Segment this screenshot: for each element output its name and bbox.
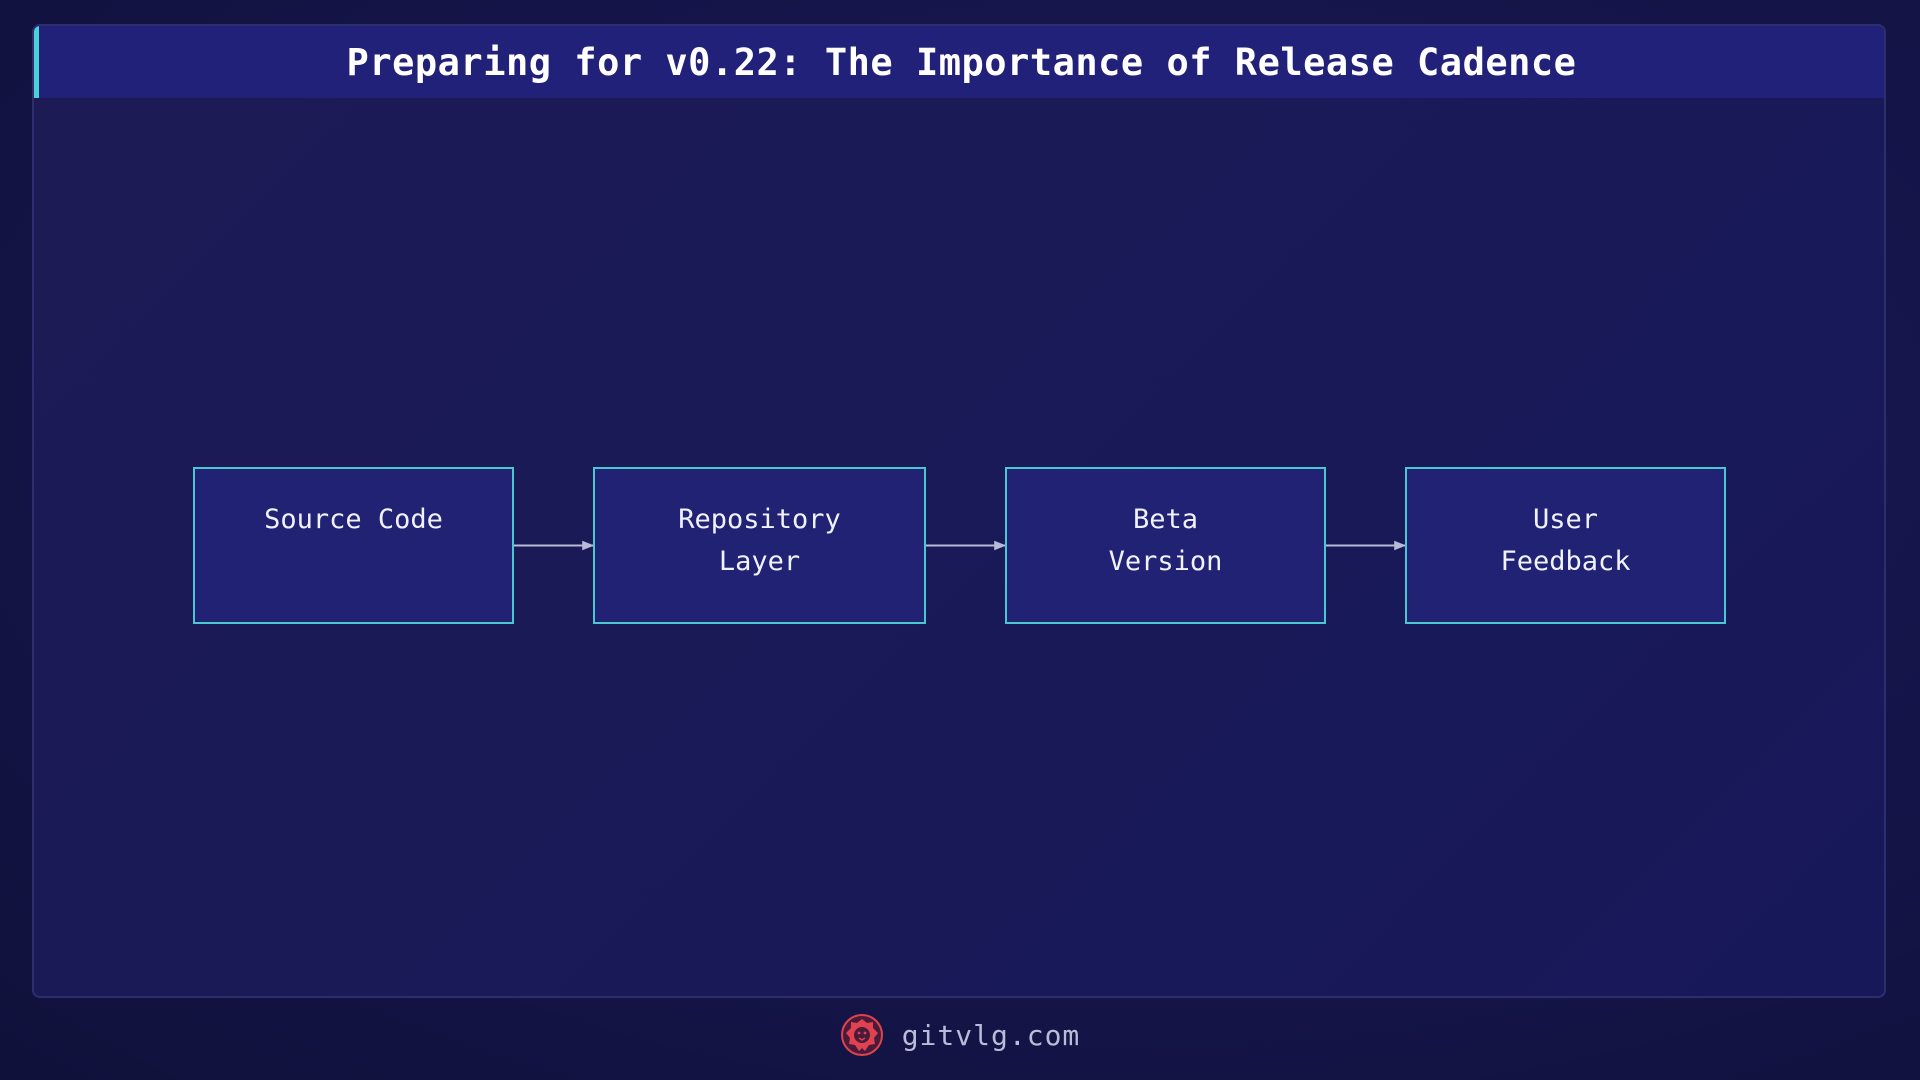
node-beta: Beta Version [1005, 467, 1326, 624]
lion-logo-icon [840, 1014, 883, 1056]
node-source: Source Code [193, 467, 514, 624]
node-label: User Feedback [1500, 504, 1631, 577]
footer: gitvlg.com [0, 1010, 1920, 1060]
node-label: Source Code [264, 504, 443, 535]
node-feedback: User Feedback [1405, 467, 1726, 624]
node-label: Repository Layer [678, 504, 841, 577]
node-label: Beta Version [1108, 504, 1223, 577]
title-bar: Preparing for v0.22: The Importance of R… [34, 26, 1884, 98]
footer-site-link[interactable]: gitvlg.com [901, 1018, 1081, 1052]
page-title: Preparing for v0.22: The Importance of R… [346, 40, 1577, 84]
node-repo: Repository Layer [593, 467, 926, 624]
